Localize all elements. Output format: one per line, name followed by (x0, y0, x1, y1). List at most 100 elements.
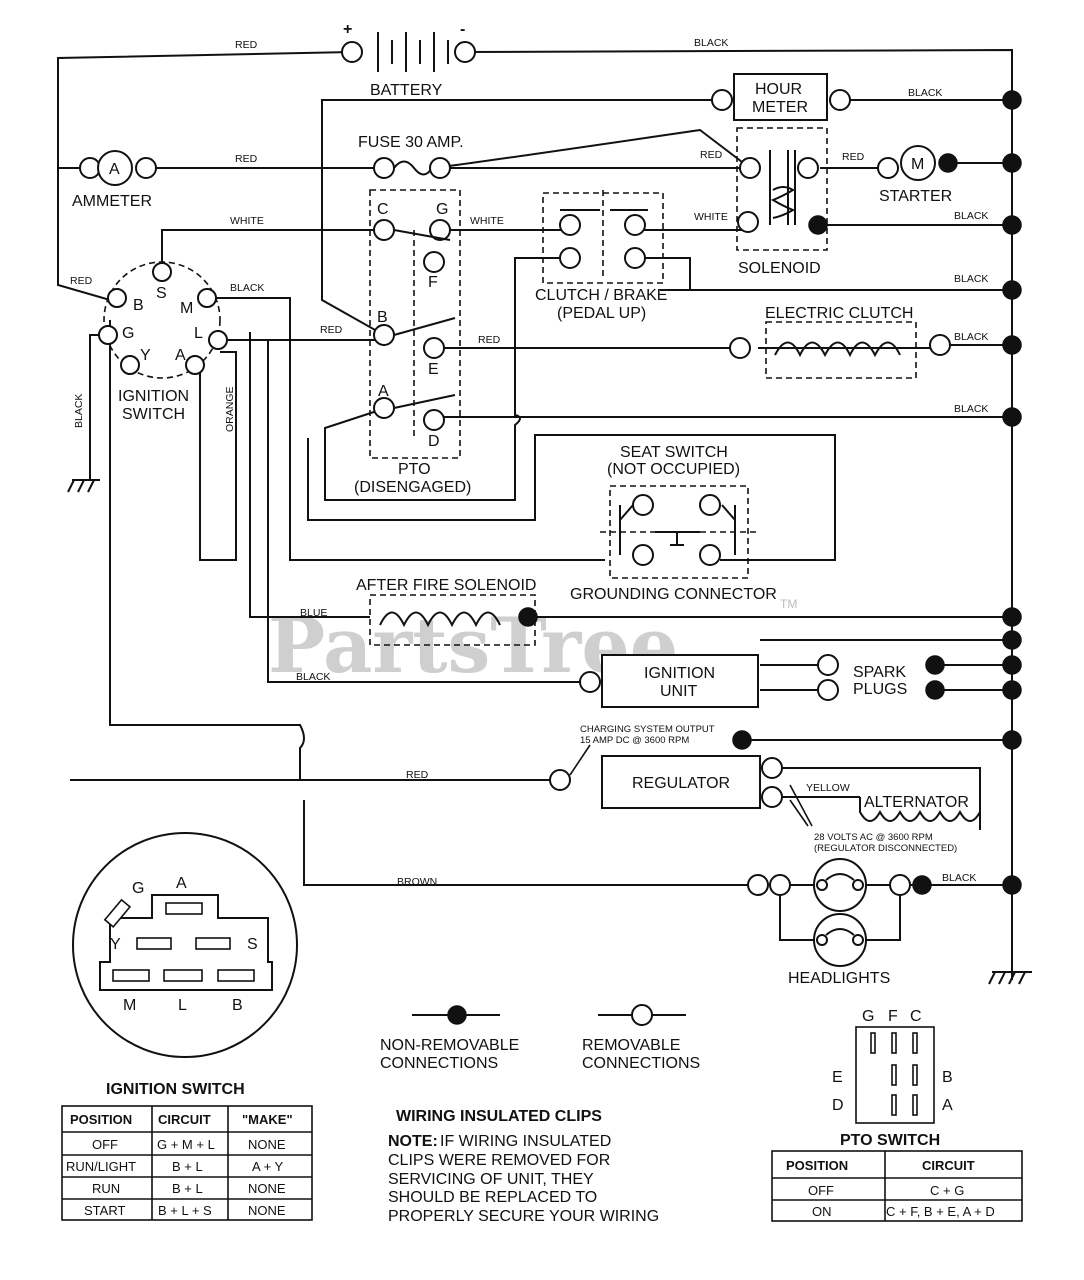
pto-terminal-b (373, 324, 395, 346)
legend-removable-sublabel: CONNECTIONS (582, 1055, 700, 1072)
pto-label-e: E (428, 361, 439, 378)
label-black-8: BLACK (296, 671, 330, 683)
ign-terminal-m (197, 288, 217, 308)
afs-ground-node (518, 607, 538, 627)
ign-detail-a: A (176, 875, 187, 892)
ignition-unit: IGNITION UNIT SPARK PLUGS (579, 654, 945, 708)
pto-table-cell: OFF (808, 1183, 834, 1198)
starter-symbol: M (911, 156, 924, 173)
ign-detail-l: L (178, 997, 187, 1014)
watermark-tm: TM (780, 597, 797, 611)
ign-slot-m (112, 969, 150, 982)
label-red-7: RED (478, 334, 501, 346)
wire-fuse-to-solenoid (431, 128, 747, 169)
ammeter: A AMMETER (72, 150, 157, 210)
wire-black-ign-unit (267, 340, 590, 683)
label-orange: ORANGE (224, 386, 236, 432)
pto-pin-g (870, 1032, 876, 1054)
clutch-brake-sublabel: (PEDAL UP) (557, 305, 646, 322)
pto-detail-title: PTO SWITCH (840, 1132, 940, 1149)
label-black-5: BLACK (954, 273, 988, 285)
legend: NON-REMOVABLE CONNECTIONS REMOVABLE CONN… (380, 1004, 700, 1072)
clutch-terminal-1 (559, 214, 581, 236)
pto: C G F B E A D PTO (DISENGAGED) (354, 189, 471, 496)
ammeter-label: AMMETER (72, 193, 152, 210)
ign-detail-outline (72, 832, 298, 1058)
label-black-9: BLACK (942, 872, 976, 884)
hour-meter-label-2: METER (752, 99, 808, 116)
electric-clutch-coil (774, 341, 901, 358)
alternator-volts-sublabel: (REGULATOR DISCONNECTED) (814, 843, 957, 854)
pto-table-header-position: POSITION (786, 1158, 848, 1173)
ign-label-g: G (122, 325, 134, 342)
clutch-brake-label: CLUTCH / BRAKE (535, 287, 667, 304)
spark-plug-terminal-1 (817, 654, 839, 676)
pto-label-b: B (377, 309, 388, 326)
ign-table-cell: RUN (92, 1181, 120, 1196)
pto-label-d: D (428, 433, 440, 450)
battery-minus: - (460, 21, 465, 38)
fuse-label: FUSE 30 AMP. (358, 134, 464, 151)
ign-label-y: Y (140, 347, 151, 364)
note-title: WIRING INSULATED CLIPS (396, 1108, 602, 1125)
pto-pin-f (891, 1032, 897, 1054)
headlights: HEADLIGHTS (747, 858, 932, 987)
pto-label-c: C (377, 201, 389, 218)
node-ground-8 (1002, 630, 1022, 650)
seat-terminal-1 (632, 494, 654, 516)
wire-alternator-top (780, 767, 981, 830)
regulator-box (601, 755, 761, 809)
solenoid-box (736, 127, 828, 251)
ignition-detail: G A Y S M L B IGNITION SWITCH (72, 832, 298, 1098)
regulator-label: REGULATOR (632, 775, 730, 792)
wire-hourmeter-left (321, 99, 722, 142)
headlight-terminal-right (889, 874, 911, 896)
headlight-1-filament-a (816, 879, 828, 891)
ign-label-l: L (194, 325, 203, 342)
ground-symbol-left (67, 479, 100, 493)
note-line-2: CLIPS WERE REMOVED FOR (388, 1152, 610, 1169)
ign-table-header-circuit: CIRCUIT (158, 1112, 211, 1127)
solenoid-label: SOLENOID (738, 260, 821, 277)
ign-table-cell: G + M + L (157, 1137, 215, 1152)
note: WIRING INSULATED CLIPS NOTE: IF WIRING I… (388, 1108, 659, 1225)
wire-brown (303, 800, 758, 886)
label-red-6: RED (320, 324, 343, 336)
battery-label: BATTERY (370, 82, 443, 99)
headlight-2-filament-a (816, 934, 828, 946)
headlight-filaments (825, 873, 855, 936)
solenoid-terminal-2 (797, 157, 819, 179)
ign-slot-g (103, 898, 132, 928)
label-blue: BLUE (300, 607, 327, 619)
headlight-terminal-mid (769, 874, 791, 896)
label-red-8: RED (406, 769, 429, 781)
battery-negative-terminal (454, 41, 476, 63)
label-black-2: BLACK (908, 87, 942, 99)
wire-blue-afs (249, 332, 370, 618)
electric-clutch-box (765, 321, 917, 379)
solenoid: SOLENOID (736, 127, 828, 277)
note-line-1: IF WIRING INSULATED (440, 1133, 611, 1150)
pto-detail-b: B (942, 1069, 953, 1086)
legend-removable-node (631, 1004, 653, 1026)
node-ground-6 (1002, 407, 1022, 427)
electric-clutch-terminal-2 (929, 334, 951, 356)
note-label: NOTE: (388, 1133, 438, 1150)
ign-table-cell: NONE (248, 1181, 286, 1196)
seat-terminal-4 (699, 544, 721, 566)
starter-motor (900, 145, 936, 181)
alternator-coil (859, 797, 981, 822)
seat-switch-wiring (619, 504, 736, 555)
battery-positive-terminal (341, 41, 363, 63)
ignition-switch-sublabel: SWITCH (122, 406, 185, 423)
ign-slot-s (195, 937, 231, 950)
wire-white-ign (161, 229, 384, 268)
regulator-ground-node (732, 730, 752, 750)
label-white-3: WHITE (694, 211, 728, 223)
pto-detail-f: F (888, 1008, 898, 1025)
ign-terminal-g (98, 325, 118, 345)
fuse: FUSE 30 AMP. (358, 134, 464, 179)
pto-pin-d (891, 1094, 897, 1116)
ign-label-m: M (180, 300, 193, 317)
